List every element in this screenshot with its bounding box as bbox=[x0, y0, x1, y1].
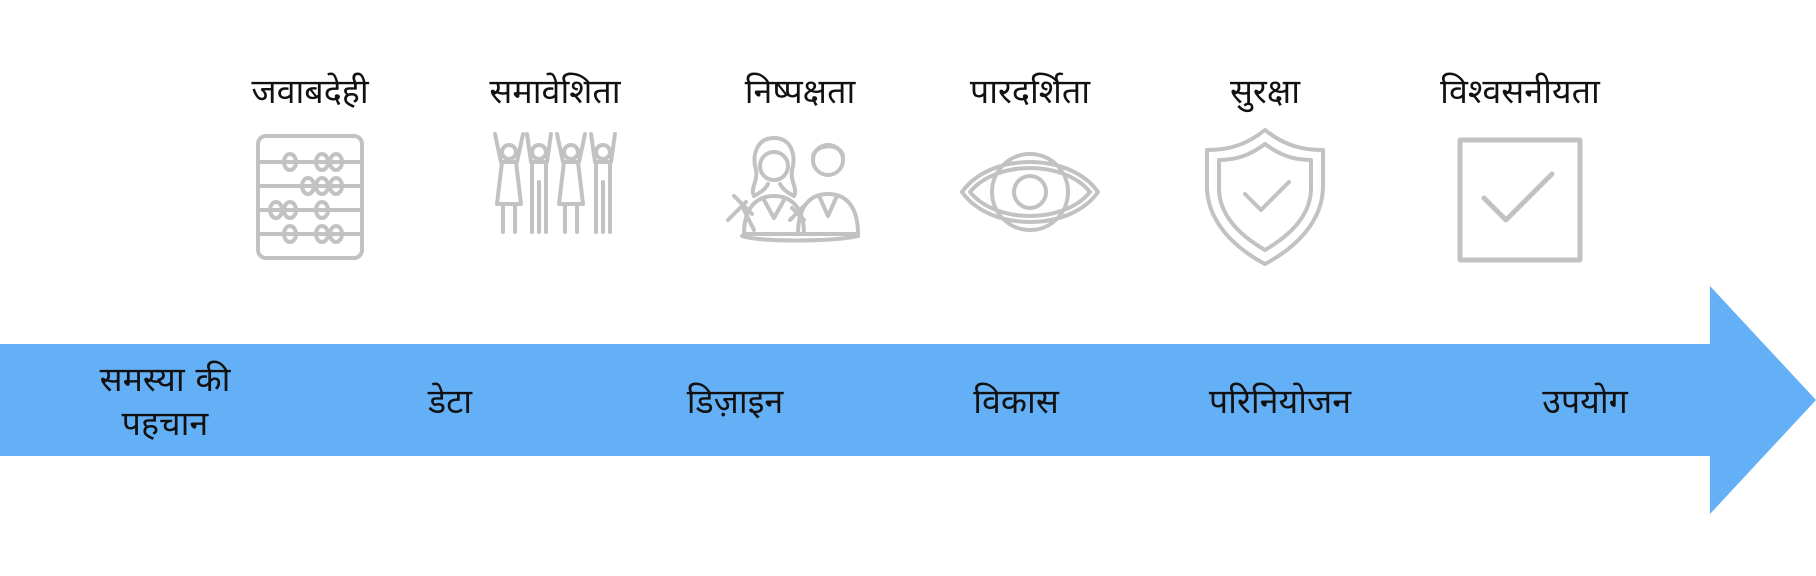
principle-label: समावेशिता bbox=[489, 72, 621, 112]
stage-usage: उपयोग bbox=[1465, 342, 1705, 462]
stage-data: डेटा bbox=[330, 342, 570, 462]
shield-check-icon bbox=[1205, 128, 1325, 266]
abacus-icon bbox=[256, 134, 364, 260]
principle-safety: सुरक्षा bbox=[1165, 70, 1365, 272]
principle-reliability: विश्वसनीयता bbox=[1420, 70, 1620, 272]
stage-label-line: पहचान bbox=[121, 404, 209, 444]
checkbox-check-icon bbox=[1457, 137, 1583, 263]
principle-label: निष्पक्षता bbox=[744, 72, 856, 112]
people-group-icon bbox=[493, 132, 617, 234]
arrow-shape bbox=[0, 286, 1816, 514]
stage-label-line: समस्या की bbox=[99, 360, 231, 400]
principle-label: पारदर्शिता bbox=[969, 72, 1091, 112]
principle-fairness: निष्पक्षता bbox=[700, 70, 900, 272]
stage-development: विकास bbox=[896, 342, 1136, 462]
stage-label-line: विकास bbox=[973, 382, 1059, 422]
lifecycle-arrow bbox=[0, 286, 1816, 514]
principle-inclusivity: समावेशिता bbox=[455, 70, 655, 272]
judge-and-person-icon bbox=[726, 136, 860, 243]
stage-problem-identification: समस्या की पहचान bbox=[45, 342, 285, 462]
stage-label-line: डिज़ाइन bbox=[686, 382, 784, 422]
stage-deployment: परिनियोजन bbox=[1160, 342, 1400, 462]
stage-label-line: परिनियोजन bbox=[1208, 382, 1352, 422]
principle-label: सुरक्षा bbox=[1229, 72, 1301, 112]
stage-label-line: उपयोग bbox=[1542, 382, 1628, 422]
principle-label: विश्वसनीयता bbox=[1440, 72, 1600, 112]
principle-transparency: पारदर्शिता bbox=[930, 70, 1130, 272]
stage-design: डिज़ाइन bbox=[615, 342, 855, 462]
eye-icon bbox=[960, 152, 1100, 232]
principle-accountability: जवाबदेही bbox=[210, 70, 410, 272]
stage-label-line: डेटा bbox=[427, 382, 473, 422]
principle-label: जवाबदेही bbox=[251, 72, 369, 112]
